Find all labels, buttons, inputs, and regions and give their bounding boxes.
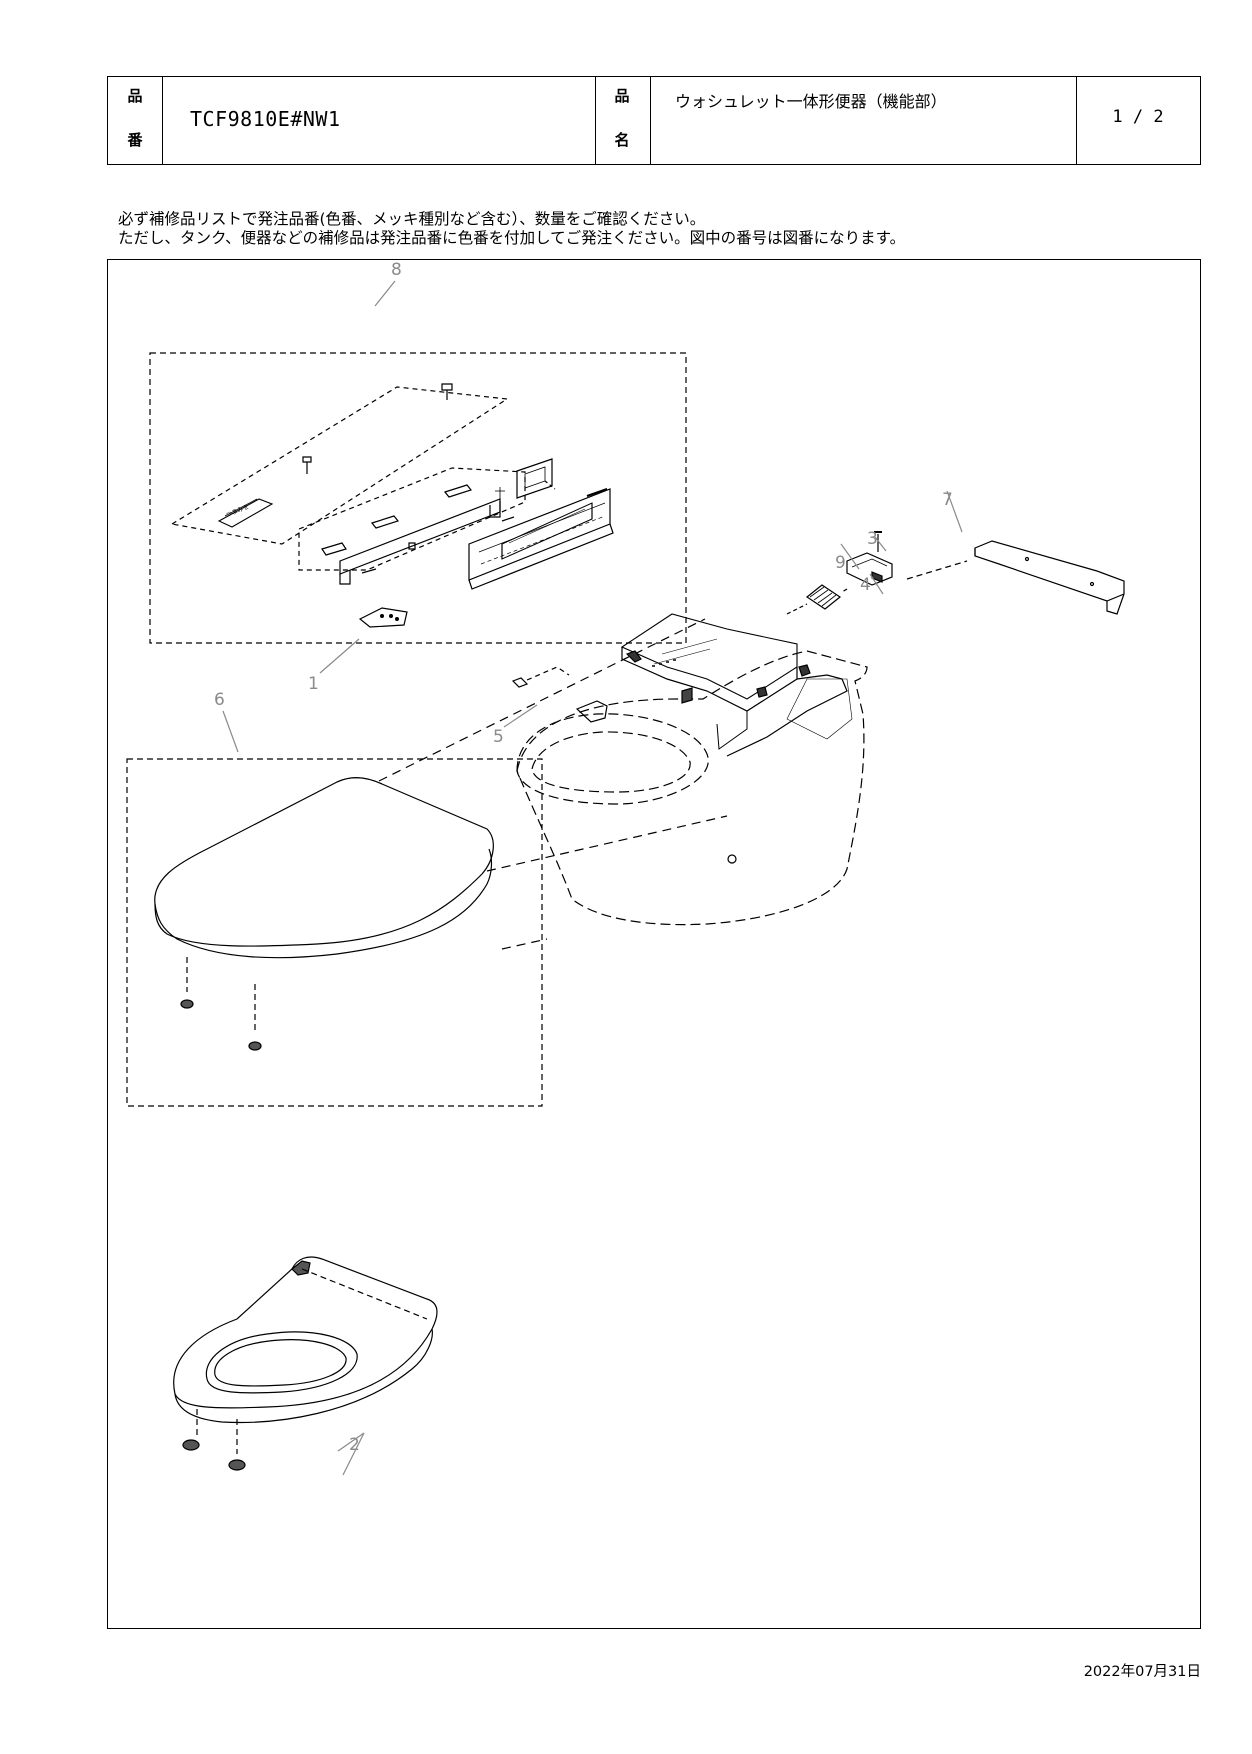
callout-8: 8	[391, 260, 402, 280]
part-number-label: 番	[127, 131, 143, 149]
callout-6: 6	[214, 690, 225, 710]
callout-7-leader	[946, 490, 963, 533]
part-name-label: 品	[614, 87, 630, 105]
mounting-bracket	[339, 498, 501, 575]
lid-group-box	[126, 758, 543, 1107]
note-line-2: ただし、タンク、便器などの補修品は発注品番に色番を付加してご発注ください。図中の…	[118, 229, 906, 247]
part-name: ウォシュレット一体形便器（機能部）	[675, 92, 947, 111]
seat-bumper	[182, 1439, 200, 1451]
callout-9: 9	[835, 553, 846, 573]
callout-2: 2	[349, 1435, 360, 1455]
diagram-frame	[107, 259, 1201, 1629]
toilet-bowl	[516, 650, 868, 926]
callout-4-leader	[869, 573, 884, 595]
divider	[1076, 77, 1077, 164]
divider	[162, 77, 163, 164]
exploded-view-diagram: 8 1 5 6 4 9 3 7 2 つまみを	[126, 260, 1125, 1476]
toilet-lid	[154, 777, 494, 947]
lid-bumper	[180, 999, 194, 1009]
nozzle-cover	[575, 700, 608, 723]
note-line-1: 必ず補修品リストで発注品番(色番、メッキ種別など含む）、数量をご確認ください。	[118, 210, 706, 228]
part-5	[511, 677, 529, 688]
callout-1-leader	[319, 638, 360, 674]
callout-3-leader	[874, 536, 887, 552]
title-block: 品 番 TCF9810E#NW1 品 名 ウォシュレット一体形便器（機能部） 1…	[107, 76, 1201, 165]
part-1-bracket	[358, 607, 408, 628]
divider	[595, 77, 596, 164]
remote-holder	[516, 458, 553, 499]
callout-2-leader	[337, 1432, 365, 1476]
callout-7: 7	[942, 490, 953, 510]
callout-6-leader	[222, 710, 239, 753]
issue-date: 2022年07月31日	[1083, 1664, 1201, 1680]
lid-bumper	[248, 1041, 262, 1051]
part-number-label: 品	[127, 87, 143, 105]
part-name-label: 名	[614, 131, 630, 149]
part-number: TCF9810E#NW1	[190, 107, 341, 131]
part-7-cover	[974, 540, 1125, 602]
callout-1: 1	[308, 674, 319, 694]
function-unit	[620, 613, 798, 700]
callout-5-leader	[503, 704, 538, 728]
remote-plate-label: つまみを	[225, 503, 250, 518]
callout-5: 5	[493, 727, 504, 747]
page-number: 1 / 2	[1112, 107, 1164, 127]
kit-group-box	[149, 352, 687, 644]
callout-3: 3	[867, 529, 878, 549]
part-4-filter	[805, 584, 842, 610]
seat-bumper	[228, 1459, 246, 1471]
remote-plate	[217, 498, 274, 528]
callout-8-leader	[374, 280, 396, 307]
callout-4: 4	[860, 575, 871, 595]
divider	[650, 77, 651, 164]
callout-9-leader	[840, 543, 860, 570]
